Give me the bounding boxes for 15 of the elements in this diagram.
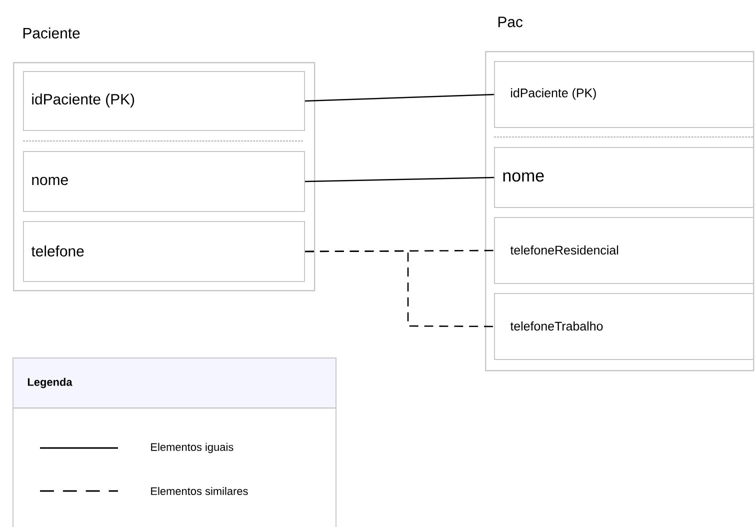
node-label: Pac xyxy=(498,16,523,28)
field-box: telefoneResidencial xyxy=(494,217,754,284)
legend-text: Elementos similares xyxy=(151,486,248,496)
legend-text: Elementos iguais xyxy=(151,442,234,454)
connector-line xyxy=(304,94,494,102)
field-box: nome xyxy=(23,151,305,212)
connector-line xyxy=(305,176,494,182)
field-box: nome xyxy=(494,147,754,208)
field-box: idPaciente (PK) xyxy=(494,61,754,128)
field-box: telefoneTrabalho xyxy=(494,293,754,360)
legend-header: Legenda xyxy=(12,358,336,408)
field-box: idPaciente (PK) xyxy=(23,71,305,131)
node-label: Paciente xyxy=(23,28,80,38)
connector-line xyxy=(305,250,494,328)
field-box: telefone xyxy=(23,221,305,282)
